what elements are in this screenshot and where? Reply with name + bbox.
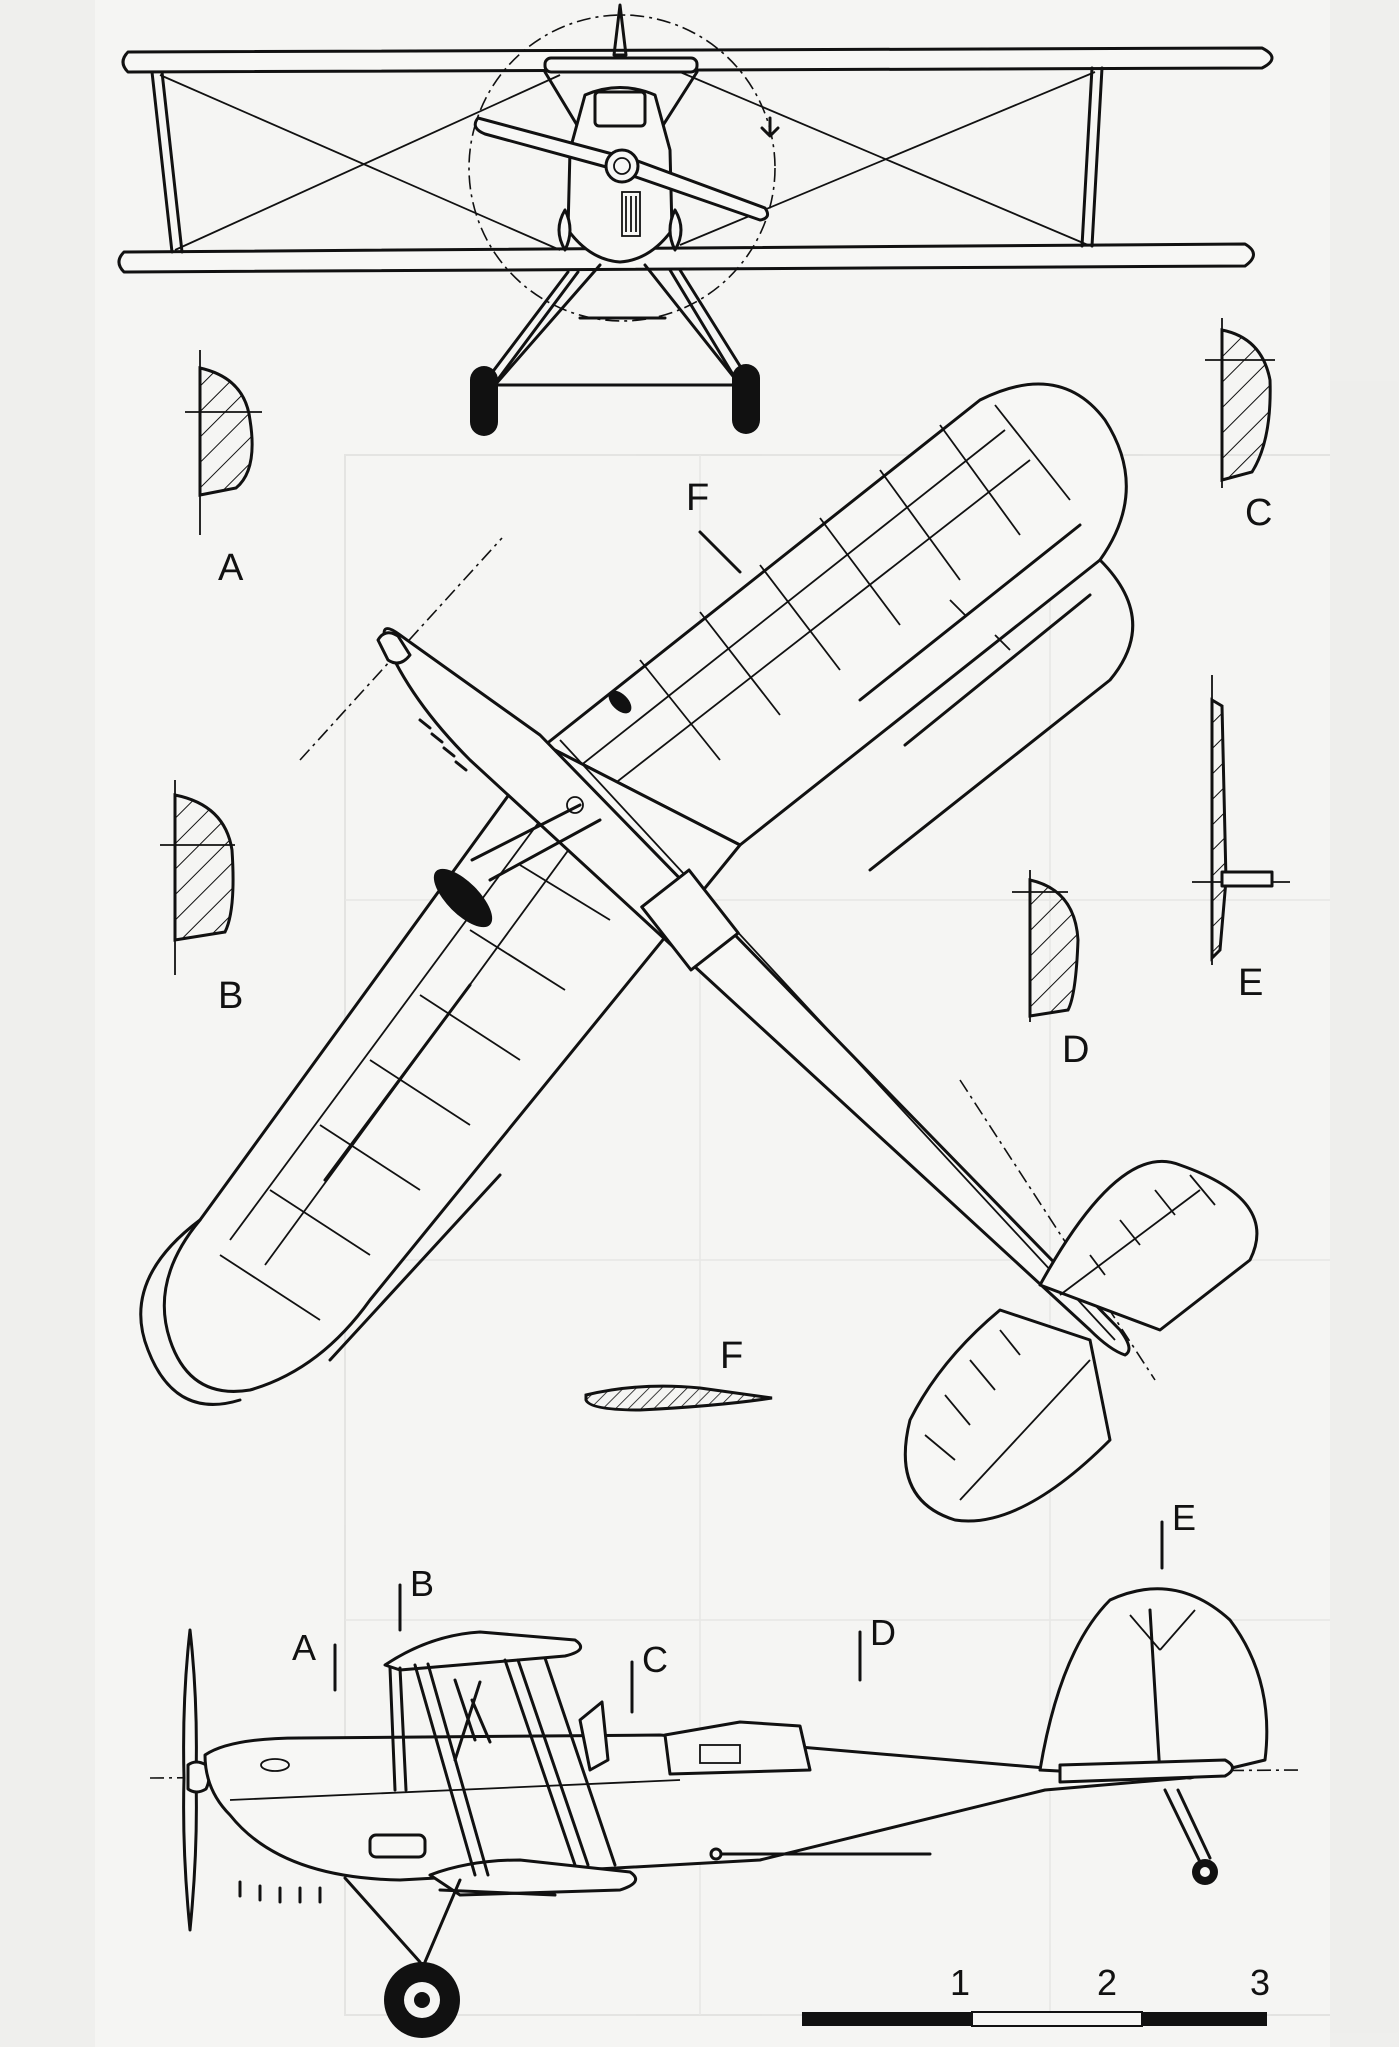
side-upper-wing xyxy=(383,1630,583,1672)
marker-label-B: B xyxy=(410,1563,434,1604)
side-view-markers: A B C D E xyxy=(292,1497,1196,1714)
section-label-E: E xyxy=(1238,962,1263,1004)
top-upper-wing-left xyxy=(162,743,742,1393)
marker-label-D: D xyxy=(870,1612,896,1653)
section-label-D: D xyxy=(1062,1029,1089,1071)
top-upper-wing-right xyxy=(543,382,1128,847)
section-label-C: C xyxy=(1245,492,1272,534)
front-lower-wing xyxy=(117,242,1255,274)
front-view xyxy=(117,3,1274,436)
section-label-B: B xyxy=(218,975,243,1017)
top-tailplane-right xyxy=(1038,1159,1259,1332)
top-view xyxy=(139,382,1259,1523)
scale-label-1: 1 xyxy=(950,1962,970,2003)
section-F-marker: F xyxy=(686,477,742,574)
marker-label-C: C xyxy=(642,1639,668,1680)
top-propeller-hub xyxy=(433,868,493,928)
section-F-profile: F xyxy=(584,1335,773,1412)
scale-label-3: 3 xyxy=(1250,1962,1270,2003)
scale-label-2: 2 xyxy=(1097,1962,1117,2003)
section-E: E xyxy=(1192,675,1290,1004)
section-label-A: A xyxy=(218,547,244,589)
front-upper-wing xyxy=(121,46,1274,74)
marker-label-E: E xyxy=(1172,1497,1196,1538)
section-label-F-top: F xyxy=(686,477,709,519)
section-A: A xyxy=(185,350,262,589)
side-fuselage xyxy=(203,1733,1187,1882)
front-right-wheel xyxy=(732,364,760,434)
front-left-wheel xyxy=(470,366,498,436)
section-label-F-profile: F xyxy=(720,1335,743,1377)
section-B: B xyxy=(160,780,243,1017)
section-C: C xyxy=(1205,318,1275,534)
side-view xyxy=(149,1587,1301,2038)
marker-label-A: A xyxy=(292,1627,316,1668)
section-D: D xyxy=(1012,870,1089,1071)
scale-bar: 1 2 3 xyxy=(802,1962,1270,2027)
propeller-disc xyxy=(468,14,776,322)
top-tailplane-left xyxy=(903,1308,1112,1523)
